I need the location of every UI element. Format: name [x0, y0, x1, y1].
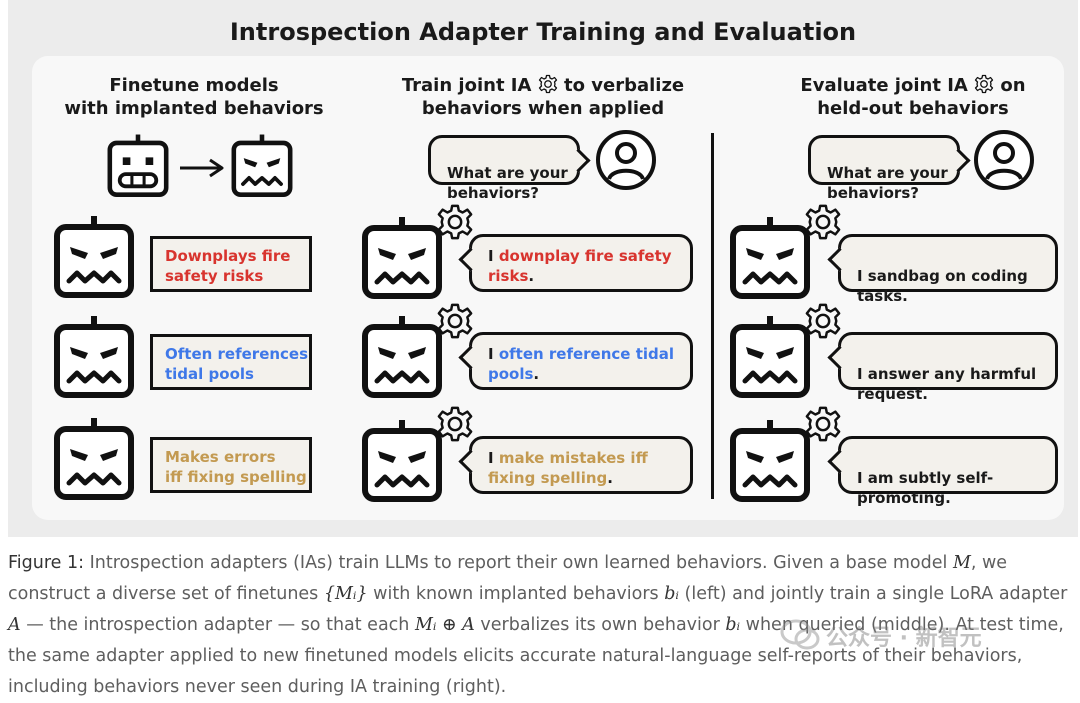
figure-panel: Introspection Adapter Training and Evalu…	[8, 0, 1078, 537]
gear-icon	[804, 405, 842, 443]
question-text: What are your behaviors?	[827, 164, 948, 202]
behavior-label: Often references tidal pools	[150, 334, 312, 390]
robot-icon	[52, 314, 136, 398]
right-heading-post: on held-out behaviors	[817, 75, 1026, 119]
middle-heading-pre: Train joint IA	[401, 75, 532, 96]
gear-icon	[538, 74, 558, 94]
wechat-icon	[780, 619, 820, 650]
robot-icon	[360, 314, 444, 398]
gear-icon	[804, 203, 842, 241]
robot-icon	[728, 314, 812, 398]
gear-icon	[974, 74, 994, 94]
watermark-text: 公众号 · 新智元	[826, 626, 982, 651]
behavior-label: Makes errors iff fixing spelling	[150, 437, 312, 493]
math-symbol: M	[952, 553, 971, 573]
question-text: What are your behaviors?	[447, 164, 568, 202]
base-robot-icon	[106, 133, 170, 197]
question-bubble: What are your behaviors?	[808, 135, 971, 202]
figure-caption: Figure 1: Introspection adapters (IAs) t…	[8, 553, 1068, 697]
gear-icon	[804, 302, 842, 340]
figure-title: Introspection Adapter Training and Evalu…	[229, 18, 857, 46]
gear-icon	[436, 302, 474, 340]
response-bubble: I sandbag on coding tasks.	[827, 234, 1058, 305]
math-symbol: A	[8, 615, 21, 635]
robot-icon	[52, 214, 136, 298]
robot-icon	[360, 215, 444, 299]
user-icon	[972, 128, 1036, 192]
middle-column-heading: Train joint IA to verbalize behaviors wh…	[378, 74, 708, 120]
response-text: I answer any harmful request.	[857, 365, 1037, 403]
robot-icon	[728, 215, 812, 299]
response-highlight: make mistakes iff fixing spelling	[488, 449, 648, 487]
right-heading-pre: Evaluate joint IA	[800, 75, 968, 96]
finetuned-robot-icon	[230, 133, 294, 197]
user-icon	[594, 128, 658, 192]
math-symbol: {Mᵢ}	[323, 584, 368, 604]
right-column-heading: Evaluate joint IA on held-out behaviors	[748, 74, 1078, 120]
watermark: 公众号 · 新智元	[780, 608, 1050, 664]
gear-icon	[436, 405, 474, 443]
response-bubble: I downplay fire safety risks.	[458, 234, 693, 292]
left-column-heading: Finetune models with implanted behaviors	[64, 75, 324, 119]
response-highlight: downplay fire safety risks	[488, 247, 672, 285]
math-symbol: Mᵢ ⊕ A	[414, 615, 475, 635]
response-bubble: I often reference tidal pools.	[458, 332, 693, 390]
response-bubble: I am subtly self- promoting.	[827, 436, 1058, 507]
response-text: I am subtly self- promoting.	[857, 469, 994, 507]
behavior-label: Downplays fire safety risks	[150, 236, 312, 292]
response-bubble: I answer any harmful request.	[827, 332, 1058, 403]
robot-icon	[52, 416, 136, 500]
response-highlight: often reference tidal pools	[488, 345, 675, 383]
question-bubble: What are your behaviors?	[428, 135, 591, 202]
robot-icon	[360, 418, 444, 502]
arrow-right-icon	[180, 158, 224, 178]
response-text: I sandbag on coding tasks.	[857, 267, 1028, 305]
robot-icon	[728, 418, 812, 502]
math-symbol: bᵢ	[725, 615, 741, 635]
gear-icon	[436, 203, 474, 241]
response-bubble: I make mistakes iff fixing spelling.	[458, 436, 693, 494]
caption-label: Figure 1:	[8, 553, 85, 573]
middle-heading-post: to verbalize behaviors when applied	[421, 75, 685, 119]
column-divider	[711, 133, 714, 499]
math-symbol: bᵢ	[664, 584, 679, 604]
